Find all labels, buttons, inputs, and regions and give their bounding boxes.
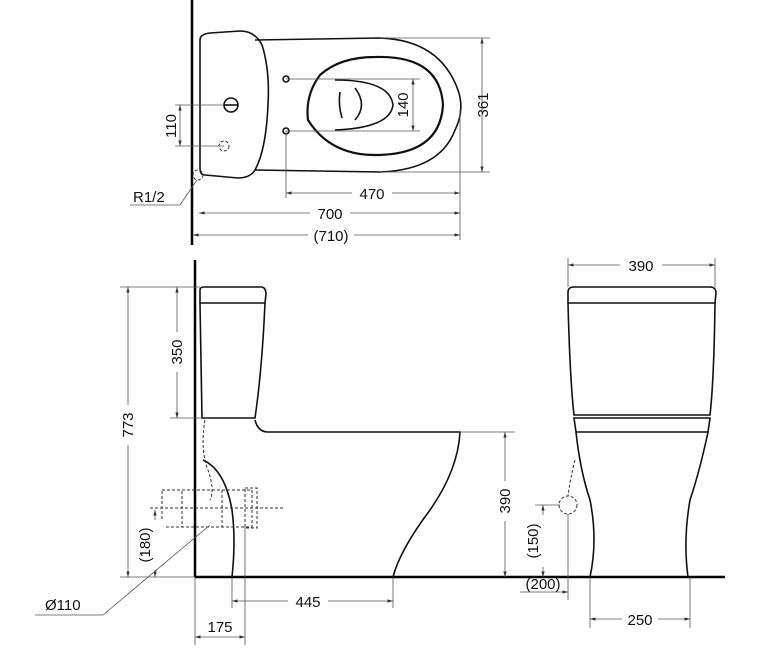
inlet-valve-hidden — [192, 169, 204, 181]
tank-outline — [199, 30, 270, 179]
tank-body — [199, 302, 266, 419]
dim-inlet-side: (200) — [525, 576, 560, 593]
dim-outlet-height: (180) — [137, 527, 154, 562]
dim-inlet-height: (150) — [525, 523, 542, 558]
dim-tank-height: 350 — [169, 339, 186, 364]
dim-hole-to-front: 470 — [359, 186, 384, 203]
dim-seat-holes: 140 — [395, 92, 412, 117]
dim-total-height: 773 — [120, 412, 137, 437]
dim-outlet-to-front: 445 — [295, 594, 320, 611]
top-view: 361 140 110 R1/2 470 700 (710) — [130, 0, 492, 245]
outlet-diameter-label: Ø110 — [45, 597, 81, 614]
tank-body — [567, 302, 716, 416]
pedestal-left — [575, 431, 595, 578]
dim-base-width: 250 — [627, 612, 652, 629]
seat-rim — [573, 417, 711, 433]
dim-seat-height: 390 — [497, 488, 514, 513]
dim-length-alt: (710) — [313, 228, 348, 245]
pedestal-right — [685, 431, 709, 578]
bowl-profile — [254, 419, 461, 578]
seat-outline — [306, 55, 445, 157]
inlet-thread-label: R1/2 — [133, 189, 165, 206]
front-view: 390 (150) (200) 250 — [515, 256, 725, 629]
dim-tank-width: 390 — [628, 258, 653, 275]
side-view: 773 350 390 (180) Ø110 445 175 — [35, 260, 515, 645]
inlet-hose-hidden — [202, 419, 213, 501]
tank-lid — [199, 286, 267, 304]
base-profile — [202, 459, 235, 578]
dim-wall-to-outlet: 175 — [207, 619, 232, 636]
bowl-inner — [334, 79, 394, 131]
tank-lid — [567, 286, 717, 304]
bowl-outline — [254, 37, 462, 173]
dim-inlet-offset: 110 — [163, 114, 180, 138]
dim-length: 700 — [317, 206, 342, 223]
bowl-trap — [338, 87, 363, 121]
dim-width: 361 — [475, 92, 492, 117]
inlet-valve-hidden — [558, 495, 578, 515]
